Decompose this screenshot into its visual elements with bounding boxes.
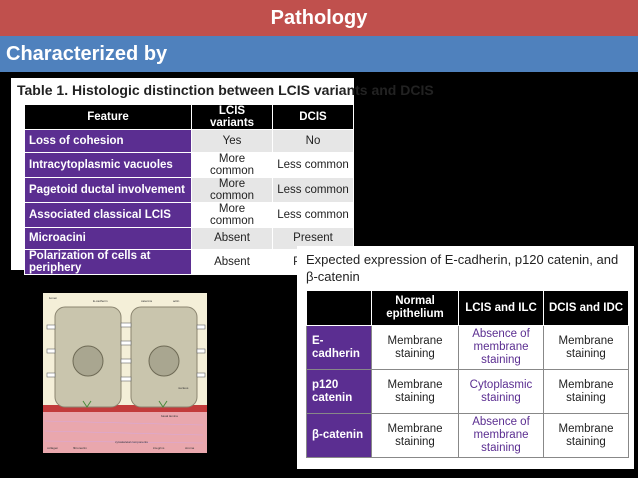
table1-header-lcis: LCIS variants xyxy=(191,104,273,130)
integrin-marks xyxy=(82,400,168,408)
lcis-cell: Cytoplasmic staining xyxy=(458,369,544,414)
diagram-label: collagen xyxy=(47,446,59,450)
table2-header-dcis: DCIS and IDC xyxy=(543,290,629,326)
table-row: Pagetoid ductal involvement More common … xyxy=(24,176,354,203)
table1-title-rest: Histologic distinction between LCIS vari… xyxy=(68,82,434,98)
lcis-cell: More common xyxy=(191,201,273,228)
lcis-cell: Absent xyxy=(191,226,273,250)
slide-title: Pathology xyxy=(0,0,638,36)
table-row: Microacini Absent Present xyxy=(24,226,354,250)
feature-cell: Associated classical LCIS xyxy=(24,201,192,228)
table1-header-dcis: DCIS xyxy=(272,104,354,130)
nucleus-right xyxy=(148,345,180,377)
table1-title: Table 1. Histologic distinction between … xyxy=(17,82,434,98)
dcis-cell: Membrane staining xyxy=(543,369,629,414)
dcis-cell: Membrane staining xyxy=(543,413,629,458)
table1-title-bold: Table 1. xyxy=(17,82,69,98)
stroma-region xyxy=(43,411,207,453)
table2-header-lcis: LCIS and ILC xyxy=(458,290,544,326)
collagen-fibers xyxy=(44,420,204,444)
diagram-label: cytoskeletal components xyxy=(115,440,148,444)
table2-header-empty xyxy=(306,290,372,326)
feature-cell: Intracytoplasmic vacuoles xyxy=(24,151,192,178)
dcis-cell: Present xyxy=(272,226,354,250)
lcis-cell: Absence of membrane staining xyxy=(458,325,544,370)
junction-markers xyxy=(46,322,206,382)
cell-adhesion-diagram: lumen E-cadherin catenins actin nucleus … xyxy=(43,293,207,453)
diagram-label: lumen xyxy=(49,296,58,300)
diagram-label: nucleus xyxy=(178,386,189,390)
lcis-cell: More common xyxy=(191,151,273,178)
table-row: Intracytoplasmic vacuoles More common Le… xyxy=(24,151,354,178)
dcis-cell: Less common xyxy=(272,176,354,203)
table2-panel: Expected expression of E-cadherin, p120 … xyxy=(297,246,634,469)
table-row: Loss of cohesion Yes No xyxy=(24,129,354,153)
feature-cell: Microacini xyxy=(24,226,192,250)
diagram-svg: lumen E-cadherin catenins actin nucleus … xyxy=(43,293,207,453)
table2-title: Expected expression of E-cadherin, p120 … xyxy=(306,252,619,284)
lcis-cell: Absence of membrane staining xyxy=(458,413,544,458)
table-row: Associated classical LCIS More common Le… xyxy=(24,201,354,228)
diagram-label: actin xyxy=(173,299,180,303)
table-row: E-cadherin Membrane staining Absence of … xyxy=(306,325,629,370)
table-row: β-catenin Membrane staining Absence of m… xyxy=(306,413,629,458)
section-heading: Characterized by xyxy=(0,36,638,72)
diagram-label: E-cadherin xyxy=(93,299,108,303)
table-row: p120 catenin Membrane staining Cytoplasm… xyxy=(306,369,629,414)
feature-cell: Pagetoid ductal involvement xyxy=(24,176,192,203)
lcis-cell: More common xyxy=(191,176,273,203)
normal-cell: Membrane staining xyxy=(371,369,459,414)
basal-lamina-band xyxy=(43,405,207,412)
diagram-label: basal lamina xyxy=(161,414,178,418)
marker-cell: E-cadherin xyxy=(306,325,372,370)
lcis-cell: Absent xyxy=(191,249,273,275)
diagram-label: integrins xyxy=(153,446,165,450)
table1-header-feature: Feature xyxy=(24,104,192,130)
diagram-label: stroma xyxy=(185,446,195,450)
table1-panel: Table 1. Histologic distinction between … xyxy=(11,78,434,275)
table2-header-normal: Normal epithelium xyxy=(371,290,459,326)
normal-cell: Membrane staining xyxy=(371,413,459,458)
dcis-cell: Less common xyxy=(272,201,354,228)
diagram-label: catenins xyxy=(141,299,153,303)
expression-table: Normal epithelium LCIS and ILC DCIS and … xyxy=(306,290,629,458)
feature-cell: Polarization of cells at periphery xyxy=(24,249,192,275)
dcis-cell: No xyxy=(272,129,354,153)
marker-cell: β-catenin xyxy=(306,413,372,458)
nucleus-left xyxy=(72,345,104,377)
normal-cell: Membrane staining xyxy=(371,325,459,370)
lcis-cell: Yes xyxy=(191,129,273,153)
diagram-label: fibronectin xyxy=(73,446,87,450)
dcis-cell: Membrane staining xyxy=(543,325,629,370)
marker-cell: p120 catenin xyxy=(306,369,372,414)
feature-cell: Loss of cohesion xyxy=(24,129,192,153)
dcis-cell: Less common xyxy=(272,151,354,178)
